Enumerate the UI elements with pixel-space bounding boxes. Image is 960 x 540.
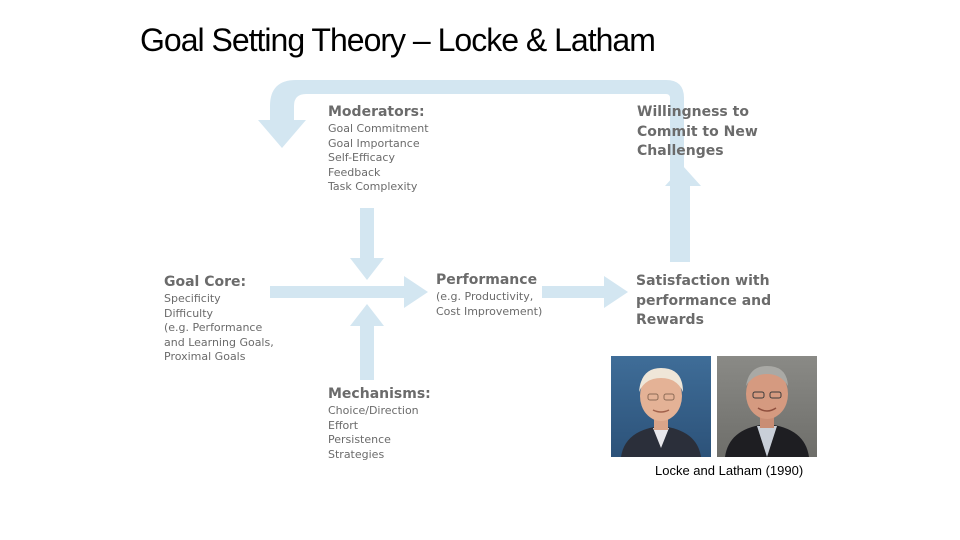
moderator-item: Task Complexity bbox=[328, 180, 418, 194]
mechanism-item: Choice/Direction bbox=[328, 404, 419, 417]
moderator-item: Feedback bbox=[328, 165, 381, 179]
moderator-item: Goal Importance bbox=[328, 136, 420, 150]
performance-heading: Performance bbox=[436, 272, 538, 288]
goal-core-item: Specificity bbox=[164, 292, 221, 305]
performance-item: (e.g. Productivity, bbox=[436, 290, 534, 303]
goal-core-box: Goal Core: Specificity Difficulty (e.g. … bbox=[164, 273, 274, 365]
mechanism-item: Strategies bbox=[328, 447, 385, 461]
goal-core-item: and Learning Goals, bbox=[164, 335, 274, 349]
arrow-down-from-moderators bbox=[350, 208, 384, 280]
goal-core-item: Difficulty bbox=[164, 306, 214, 320]
slide-title: Goal Setting Theory – Locke & Latham bbox=[140, 22, 656, 58]
mechanisms-box: Mechanisms: Choice/Direction Effort Pers… bbox=[328, 385, 431, 462]
performance-item: Cost Improvement) bbox=[436, 304, 543, 318]
satisfaction-line: Satisfaction with bbox=[636, 273, 770, 289]
arrow-performance-to-satisfaction bbox=[542, 276, 628, 308]
photo-caption: Locke and Latham (1990) bbox=[655, 463, 804, 478]
arrow-goalcore-to-performance bbox=[270, 276, 428, 308]
mechanisms-heading: Mechanisms: bbox=[328, 386, 431, 402]
moderator-item: Goal Commitment bbox=[328, 122, 429, 135]
satisfaction-box: Satisfaction with performance and Reward… bbox=[636, 272, 771, 331]
willingness-line: Commit to New bbox=[637, 123, 758, 140]
willingness-line: Challenges bbox=[637, 143, 724, 159]
portrait-photo-latham bbox=[717, 356, 817, 457]
satisfaction-line: Rewards bbox=[636, 312, 704, 328]
arrow-up-to-willingness bbox=[665, 166, 701, 262]
goal-core-item: (e.g. Performance bbox=[164, 321, 263, 335]
satisfaction-line: performance and bbox=[636, 292, 772, 309]
willingness-box: Willingness to Commit to New Challenges bbox=[637, 103, 758, 162]
moderator-item: Self-Efficacy bbox=[328, 151, 395, 165]
goal-core-item: Proximal Goals bbox=[164, 350, 246, 364]
goal-core-heading: Goal Core: bbox=[164, 274, 247, 290]
mechanism-item: Effort bbox=[328, 418, 359, 432]
moderators-heading: Moderators: bbox=[328, 104, 425, 120]
feedback-loop-arrow bbox=[258, 80, 684, 262]
mechanism-item: Persistence bbox=[328, 433, 391, 447]
moderators-box: Moderators: Goal Commitment Goal Importa… bbox=[328, 103, 429, 195]
portrait-photo-locke bbox=[611, 356, 711, 457]
arrow-up-from-mechanisms bbox=[350, 304, 384, 380]
willingness-line: Willingness to bbox=[637, 104, 749, 120]
performance-box: Performance (e.g. Productivity, Cost Imp… bbox=[436, 271, 542, 319]
